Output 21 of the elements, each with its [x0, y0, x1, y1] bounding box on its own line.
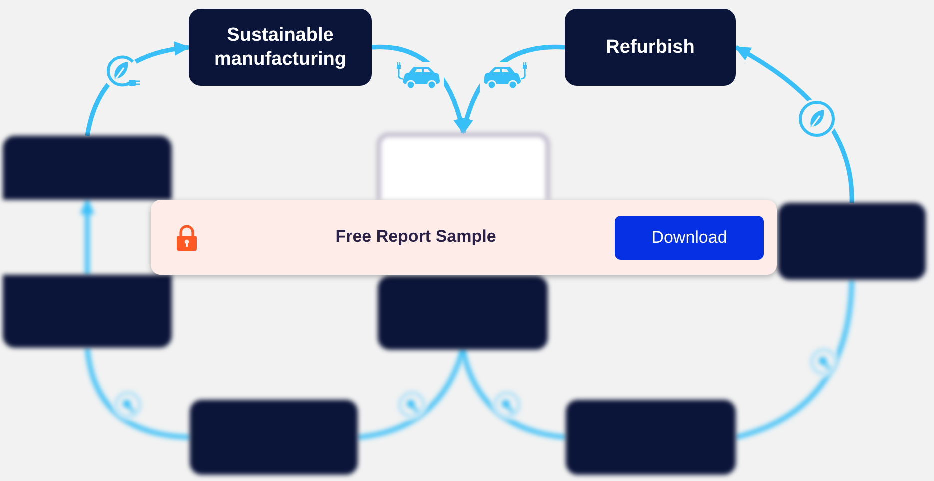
banner	[151, 200, 777, 275]
blurred-box	[566, 400, 736, 475]
box-label: Refurbish	[605, 36, 696, 60]
connector-line	[735, 280, 854, 440]
blurred-box	[378, 276, 548, 350]
arrow	[734, 46, 854, 204]
connector-line	[85, 348, 190, 440]
connector-line	[358, 349, 466, 440]
connector-line	[460, 349, 566, 440]
process-box	[189, 9, 372, 86]
download-button: Download	[615, 216, 764, 260]
banner-text: Free Report Sample	[334, 227, 498, 247]
blurred-box	[3, 136, 172, 200]
arrow	[85, 42, 191, 136]
blurred-box	[778, 203, 926, 280]
process-box	[565, 9, 736, 86]
arrow	[80, 198, 95, 275]
blurred-box	[377, 133, 550, 200]
blurred-box	[3, 275, 172, 348]
blurred-box	[190, 400, 358, 475]
box-label: Sustainable manufacturing	[214, 24, 348, 72]
